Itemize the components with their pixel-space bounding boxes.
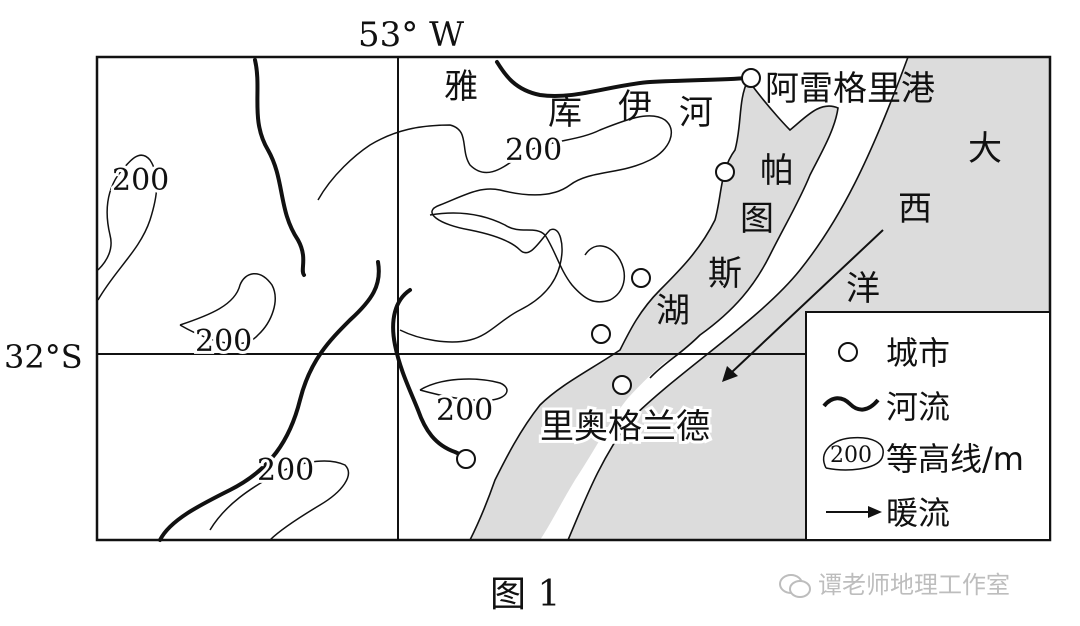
contour-value-label: 200 — [195, 324, 252, 359]
contour-midwest — [179, 273, 276, 345]
ocean-label-char: 洋 — [846, 269, 880, 309]
lake-label-char: 图 — [740, 199, 774, 239]
lake-label-char: 斯 — [708, 254, 742, 294]
warm-current-arrow-icon — [826, 506, 882, 518]
river-west-2 — [158, 260, 381, 542]
place-labels: 雅 库 伊 河 帕 图 斯 湖 大 西 洋 阿雷格里港 里奥格兰德 — [444, 67, 1002, 450]
lake-label-char: 湖 — [656, 291, 690, 331]
cities — [456, 68, 761, 469]
contour-value-label: 200 — [505, 133, 562, 168]
contour-south-center — [419, 378, 508, 402]
lagoon-west-shore — [469, 79, 749, 541]
city-marker-2 — [715, 162, 735, 182]
contour-southwest — [209, 460, 350, 541]
city-marker-4 — [591, 324, 611, 344]
river-label-char: 伊 — [618, 87, 652, 127]
watermark: 谭老师地理工作室 — [778, 565, 1010, 600]
figure-caption: 图 1 — [490, 574, 561, 615]
lagoon-east-shore — [649, 79, 839, 379]
contour-lines — [97, 115, 672, 541]
contour-central — [317, 115, 672, 343]
river-west-1 — [253, 58, 306, 277]
contour-value-label: 200 — [257, 453, 314, 488]
meridian-label: 53° W — [358, 15, 464, 55]
city-label-rio-grande: 里奥格兰德 — [540, 407, 710, 447]
watermark-text: 谭老师地理工作室 — [818, 571, 1010, 599]
legend-label-contour: 等高线/m — [886, 440, 1024, 478]
city-marker-3 — [631, 268, 651, 288]
city-marker-6 — [456, 449, 476, 469]
contour-lakeside — [429, 212, 626, 303]
river-south — [391, 288, 468, 462]
legend-label-city: 城市 — [886, 334, 950, 372]
contour-value-label: 200 — [112, 163, 169, 198]
city-circle-icon — [838, 342, 858, 362]
legend-label-warm-current: 暖流 — [886, 494, 950, 532]
contour-value-label: 200 — [436, 393, 493, 428]
contour-west — [97, 154, 158, 301]
river-label-char: 河 — [679, 93, 713, 133]
river-line-icon — [822, 396, 880, 412]
river-label-char: 库 — [548, 93, 582, 133]
jacui-river-line — [495, 60, 750, 98]
warm-current-arrow — [722, 229, 884, 382]
wechat-icon — [779, 574, 811, 598]
ocean-label-char: 大 — [968, 129, 1002, 169]
ocean-coastline — [567, 56, 909, 541]
parallel-label: 32°S — [4, 338, 83, 376]
river-label-char: 雅 — [444, 67, 478, 107]
city-porto-alegre-marker — [741, 68, 761, 88]
lake-label-char: 帕 — [760, 151, 794, 191]
city-label-porto-alegre: 阿雷格里港 — [765, 69, 935, 109]
contour-labels: 200 200 200 200 200 — [109, 130, 565, 491]
ocean-label-char: 西 — [898, 189, 932, 229]
contour-line-icon — [823, 436, 884, 471]
coastlines — [469, 56, 909, 541]
map-frame — [95, 55, 1052, 542]
patos-lagoon-area — [470, 80, 838, 540]
legend: 城市 河流 200 等高线/m 暖流 — [805, 311, 1051, 541]
city-rio-grande-marker — [612, 375, 632, 395]
legend-label-river: 河流 — [886, 388, 950, 426]
legend-contour-symbol-text: 200 — [830, 443, 872, 468]
